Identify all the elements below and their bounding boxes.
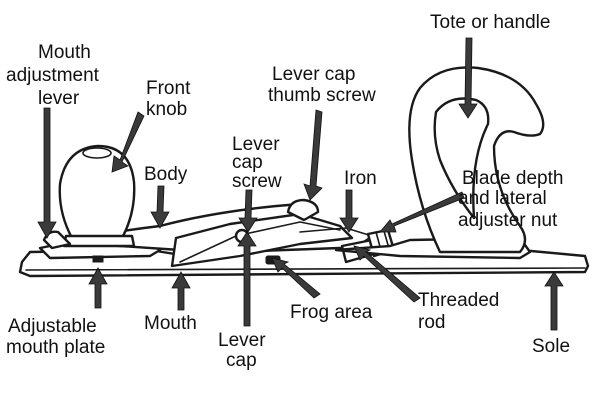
mouth-plate-screw [92, 255, 104, 263]
label-front-knob-2: knob [146, 99, 187, 120]
label-adjuster-3: adjuster nut [458, 210, 558, 231]
label-lever-cap-screw-3: screw [232, 171, 282, 192]
label-mouth-lever-3: lever [38, 88, 80, 109]
frog-area-pointer [271, 257, 321, 299]
pointer-arrows [37, 37, 564, 331]
label-threaded-rod-1: Threaded [418, 290, 499, 311]
label-mouth-plate-2: mouth plate [6, 337, 105, 358]
tote-pointer [458, 37, 478, 119]
label-lever-cap-screw-2: cap [232, 152, 263, 173]
iron-pointer [339, 189, 359, 233]
label-mouth-lever-2: adjustment [6, 65, 100, 86]
labels: Tote or handle Mouth adjustment lever Fr… [6, 12, 570, 371]
front-knob-pointer [111, 111, 145, 173]
plane-sole-edge [25, 267, 586, 271]
label-front-knob-1: Front [146, 78, 191, 99]
label-lever-cap-2: cap [226, 350, 257, 371]
body-pointer [150, 185, 170, 229]
front-knob-base [62, 234, 136, 248]
label-thumb-screw-1: Lever cap [272, 64, 355, 85]
label-body: Body [144, 164, 188, 185]
thumb-screw-pointer [303, 109, 323, 201]
label-lever-cap-screw-1: Lever [232, 134, 280, 155]
label-mouth: Mouth [144, 313, 197, 334]
label-lever-cap-1: Lever [218, 330, 266, 351]
adjuster-pointer [379, 191, 465, 233]
tote-grip-hole [433, 97, 490, 220]
mouth-adjust-lever-shape [42, 230, 72, 250]
label-tote: Tote or handle [430, 12, 550, 33]
lever-cap-pointer [237, 231, 257, 327]
label-frog-area: Frog area [290, 302, 373, 323]
lever-cap-screw-pointer [238, 189, 258, 233]
label-threaded-rod-2: rod [418, 312, 445, 333]
label-thumb-screw-2: thumb screw [268, 85, 376, 106]
lever-cap-thumb-screw-shape [286, 198, 320, 222]
lever-cap-plate [179, 221, 341, 263]
label-adjuster-1: Blade depth [462, 168, 563, 189]
mouth-lever-pointer [37, 107, 57, 239]
label-adjuster-2: and lateral [458, 188, 547, 209]
label-iron: Iron [344, 168, 377, 189]
label-mouth-lever-1: Mouth [38, 42, 91, 63]
threaded-rod-pointer [353, 245, 421, 303]
mouth-pointer [171, 271, 191, 311]
front-knob-top [82, 147, 112, 159]
label-mouth-plate-1: Adjustable [8, 316, 97, 337]
label-sole: Sole [532, 336, 570, 357]
sole-pointer [544, 271, 564, 331]
mouth-plate-pointer [88, 267, 108, 309]
lever-cap-block [170, 212, 354, 268]
